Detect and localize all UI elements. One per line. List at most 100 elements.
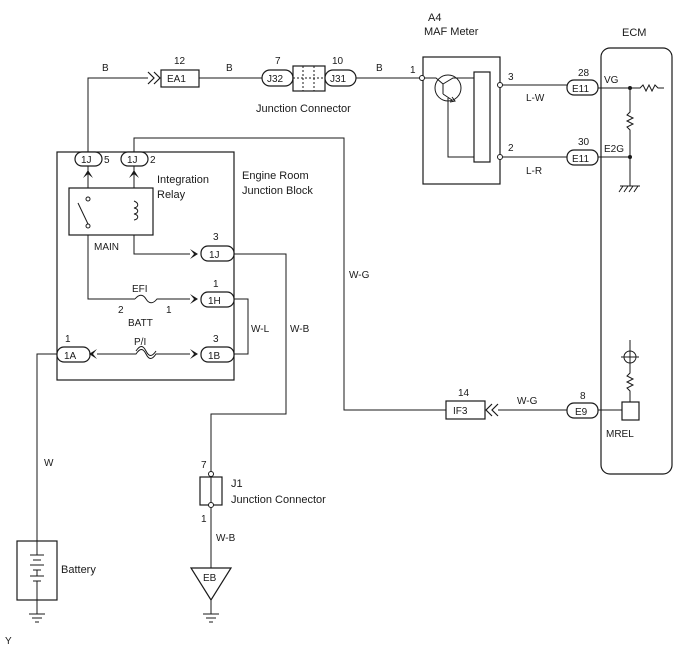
connector-1j-5-label: 1J xyxy=(81,155,92,166)
connector-1a-label: 1A xyxy=(64,351,77,362)
junction-connector-label: Junction Connector xyxy=(256,103,351,115)
maf-pin-2: 2 xyxy=(508,143,514,154)
j1-label: J1 xyxy=(231,478,243,490)
pin-1h: 1 xyxy=(213,279,219,290)
pi-fusible-link-icon xyxy=(97,346,190,359)
battery-ground-icon xyxy=(29,600,45,623)
wire-label-wl: W-L xyxy=(251,324,270,335)
eb-ground-icon xyxy=(203,600,219,623)
ground-eb: EB xyxy=(189,567,233,623)
pin-j1-top: 7 xyxy=(201,460,207,471)
connector-e11-e2g xyxy=(566,149,599,166)
wire-label-lr: L-R xyxy=(526,166,542,177)
connector-e11-vg xyxy=(566,79,599,96)
maf-terminal-3 xyxy=(497,82,503,88)
maf-sensor-element xyxy=(473,71,491,163)
pin-e9: 8 xyxy=(580,391,586,402)
connector-j31 xyxy=(324,69,357,87)
efi-pin-left: 2 xyxy=(118,305,124,316)
pi-label: P/I xyxy=(134,337,146,348)
connector-1j-3 xyxy=(200,245,235,262)
pin-1a: 1 xyxy=(65,334,71,345)
maf-name: MAF Meter xyxy=(424,26,479,38)
integration-relay-label-2: Relay xyxy=(157,189,186,201)
maf-terminal-2 xyxy=(497,154,503,160)
maf-terminal-1 xyxy=(419,75,425,81)
connector-ea1: EA1 12 xyxy=(147,56,200,88)
battery-cell-icon xyxy=(30,541,44,600)
eb-label: EB xyxy=(203,573,217,584)
wire-label-b3: B xyxy=(376,63,383,74)
ecm-connectors: E11 28 E11 30 E9 8 xyxy=(566,68,599,419)
pin-if3: 14 xyxy=(458,388,470,399)
wire-label-wb-vertical: W-B xyxy=(290,324,310,335)
battery: W Battery xyxy=(16,458,96,623)
integration-relay-box xyxy=(68,187,154,236)
connector-j32-label: J32 xyxy=(267,74,284,85)
pin-j1-bottom: 1 xyxy=(201,514,207,525)
connector-1b xyxy=(200,346,235,363)
connector-1b-label: 1B xyxy=(208,351,221,362)
pin-1j-3: 3 xyxy=(213,232,219,243)
pin-j32: 7 xyxy=(275,56,281,67)
ecm-ground-icon xyxy=(618,185,640,193)
connector-e9-label: E9 xyxy=(575,407,588,418)
connector-1j-2-label: 1J xyxy=(127,155,138,166)
connector-e11-e2g-label: E11 xyxy=(572,154,589,165)
connector-e9 xyxy=(566,402,599,419)
integration-relay-label-1: Integration xyxy=(157,174,209,186)
maf-meter-box xyxy=(422,56,501,185)
ecm: ECM VG E2G MREL xyxy=(598,27,673,475)
wire-label-wg-if3: W-G xyxy=(517,396,538,407)
junction-connector-j1: 7 1 J1 Junction Connector xyxy=(199,460,326,525)
connector-j31-label: J31 xyxy=(330,74,347,85)
j1-name: Junction Connector xyxy=(231,494,326,506)
wires xyxy=(36,77,567,568)
wire-label-b1: B xyxy=(102,63,109,74)
maf-meter: A4 MAF Meter 1 3 2 xyxy=(410,12,514,185)
battery-label: Battery xyxy=(61,564,96,576)
main-label: MAIN xyxy=(94,242,119,253)
ecm-label: ECM xyxy=(622,27,646,39)
pin-1b: 3 xyxy=(213,334,219,345)
relay-switch-icon xyxy=(77,202,89,225)
pin-1j-2: 2 xyxy=(150,155,156,166)
wire-label-wb-j1: W-B xyxy=(216,533,236,544)
er-block-box xyxy=(56,151,235,381)
maf-code: A4 xyxy=(428,12,441,24)
connector-if3: IF3 14 xyxy=(445,388,499,420)
wire-label-w: W xyxy=(44,458,54,469)
pin-e11-e2g: 30 xyxy=(578,137,590,148)
efi-fuse-icon xyxy=(134,294,190,304)
maf-pin-1: 1 xyxy=(410,65,416,76)
ecm-box xyxy=(600,47,673,475)
connector-e11-vg-label: E11 xyxy=(572,84,589,95)
connector-1j-3-label: 1J xyxy=(209,250,220,261)
connector-if3-label: IF3 xyxy=(453,406,468,417)
efi-pin-right: 1 xyxy=(166,305,172,316)
eb-ground-triangle xyxy=(189,567,233,602)
pin-1j-5: 5 xyxy=(104,155,110,166)
pin-ea1: 12 xyxy=(174,56,186,67)
relay-coil-icon xyxy=(133,200,139,221)
connector-ea1-label: EA1 xyxy=(167,74,186,85)
vg-label: VG xyxy=(604,75,619,86)
er-block-label-1: Engine Room xyxy=(242,170,309,182)
engine-room-junction-block: Engine Room Junction Block 1J 5 1J 2 Int… xyxy=(56,151,313,381)
connector-1h xyxy=(200,291,235,308)
junction-connector-top: J32 7 J31 10 Junction Connector xyxy=(256,56,357,115)
pin-e11-vg: 28 xyxy=(578,68,590,79)
wire-label-wg-vertical: W-G xyxy=(349,270,370,281)
mrel-label: MREL xyxy=(606,429,634,440)
connector-1h-label: 1H xyxy=(208,296,221,307)
efi-label: EFI xyxy=(132,284,148,295)
corner-mark: Y xyxy=(5,636,12,647)
wire-label-b2: B xyxy=(226,63,233,74)
er-block-label-2: Junction Block xyxy=(242,185,313,197)
e2g-label: E2G xyxy=(604,144,624,155)
wire-label-lw: L-W xyxy=(526,93,545,104)
pin-j31: 10 xyxy=(332,56,344,67)
mrel-driver-box xyxy=(621,401,640,421)
maf-pin-3: 3 xyxy=(508,72,514,83)
